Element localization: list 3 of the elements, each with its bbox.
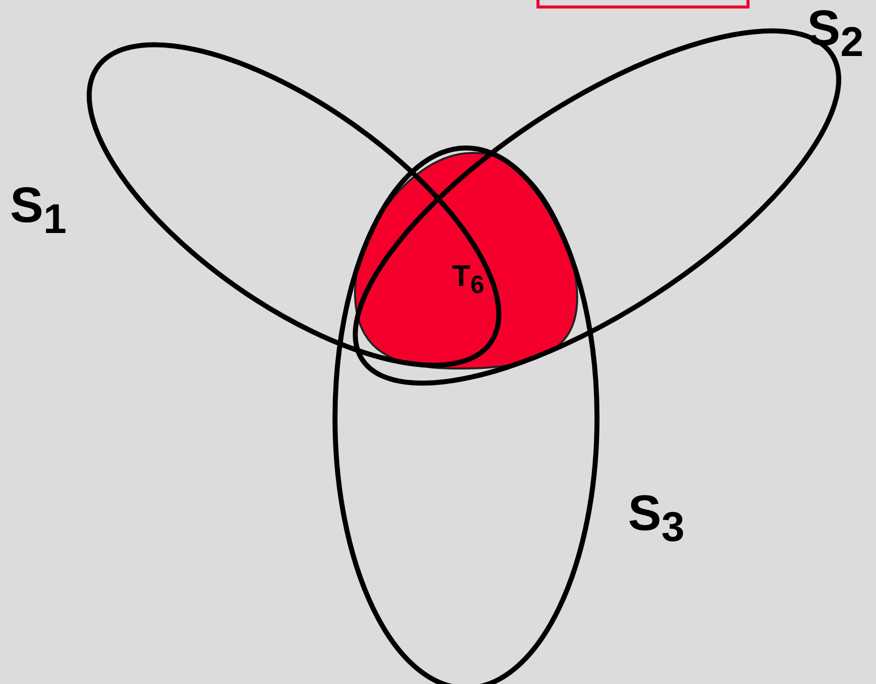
set-label: S$_{3}$ [628, 488, 685, 548]
set-label: S$_{1}$ [10, 180, 67, 240]
region-label: T$_{6}$ [452, 262, 484, 298]
